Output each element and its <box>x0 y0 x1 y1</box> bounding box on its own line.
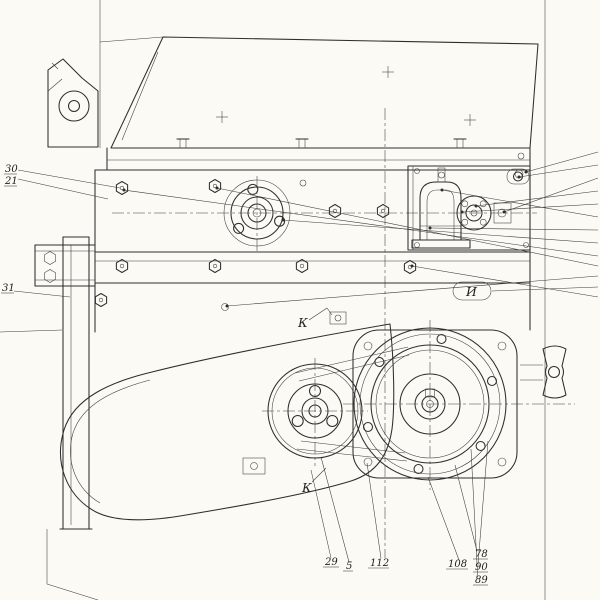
section-marker-k-bottom: К <box>301 480 312 495</box>
motor-mount-assembly <box>407 165 531 251</box>
callout-21: 21 <box>4 176 18 187</box>
callout-31: 31 <box>2 283 15 294</box>
rail-screws <box>176 138 467 149</box>
large-pulley <box>343 320 575 490</box>
leader-lines <box>0 151 599 578</box>
flange-bearing <box>223 176 291 254</box>
callout-labels: 30 21 31 К К 29 5 112 108 78 90 89 <box>1 164 488 586</box>
callout-29: 29 <box>324 557 338 568</box>
left-support-plate <box>34 236 108 530</box>
callout-5: 5 <box>346 561 352 572</box>
sheet-frame <box>46 0 546 600</box>
callout-112: 112 <box>370 558 389 569</box>
callout-108: 108 <box>448 559 467 570</box>
drive-belt <box>294 346 410 462</box>
belt-guard <box>60 311 395 521</box>
callout-90: 90 <box>475 562 488 573</box>
handwheel <box>520 345 567 399</box>
hopper-plate <box>99 36 539 149</box>
left-bracket <box>47 58 99 148</box>
small-pulley <box>262 358 368 466</box>
plate-bolts <box>115 178 417 311</box>
callout-78: 78 <box>475 549 488 560</box>
view-marker: И <box>452 281 492 301</box>
center-marks <box>216 66 476 126</box>
right-bearing <box>456 195 492 231</box>
callout-30: 30 <box>5 164 18 175</box>
section-marker-k-top: К <box>297 315 308 330</box>
view-marker-label: И <box>465 284 478 299</box>
main-housing <box>94 138 537 333</box>
callout-89: 89 <box>475 575 488 586</box>
